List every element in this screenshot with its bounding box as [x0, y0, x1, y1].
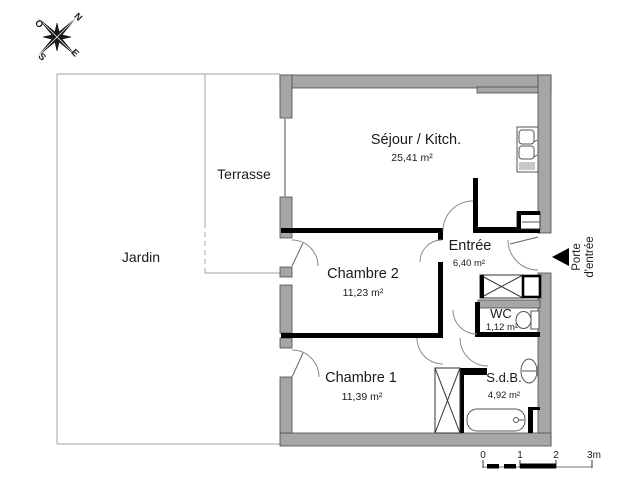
area-chambre2: 11,23 m² [343, 287, 384, 299]
label-wc: WC [490, 306, 512, 321]
scale-tick-2: 2 [553, 450, 559, 461]
entry-closet-icon [479, 274, 542, 299]
label-entree: Entrée [449, 238, 492, 254]
kitchen-sink-icon [516, 126, 539, 173]
area-sdb: 4,92 m² [488, 390, 520, 401]
entry-arrow-icon [552, 248, 569, 266]
label-jardin: Jardin [122, 249, 160, 265]
garden-boundary [56, 73, 281, 445]
exterior-walls [279, 74, 552, 447]
compass-north-label: N [71, 11, 84, 24]
technical-shaft-kitchen [516, 211, 541, 230]
entry-label-line1: Porte [571, 243, 583, 271]
label-terrasse: Terrasse [217, 166, 271, 182]
bedroom1-closet-icon [434, 367, 461, 434]
label-chambre2: Chambre 2 [327, 266, 399, 282]
entry-door-label: Porte d'entrée [571, 236, 596, 277]
compass-south-label: S [36, 51, 48, 63]
entry-label-line2: d'entrée [584, 236, 596, 277]
compass-rose-icon: N O S E [32, 11, 84, 63]
terrace-boundary [204, 74, 281, 274]
scale-tick-3: 3m [587, 450, 601, 461]
area-chambre1: 11,39 m² [342, 391, 383, 403]
scale-tick-1: 1 [517, 450, 523, 461]
washbasin-icon [520, 358, 539, 384]
area-sejour: 25,41 m² [391, 152, 433, 164]
toilet-icon [515, 310, 540, 330]
interior-walls [281, 178, 540, 433]
label-sejour: Séjour / Kitch. [371, 132, 461, 148]
scale-bar: 0 1 2 3m [480, 450, 601, 469]
scale-tick-0: 0 [480, 450, 486, 461]
area-entree: 6,40 m² [453, 258, 485, 269]
label-sdb: S.d.B. [486, 370, 521, 385]
label-chambre1: Chambre 1 [325, 370, 397, 386]
bathtub-icon [466, 408, 526, 432]
compass-west-label: O [32, 18, 45, 31]
door-arcs [291, 200, 539, 378]
area-wc: 1,12 m² [486, 322, 518, 333]
